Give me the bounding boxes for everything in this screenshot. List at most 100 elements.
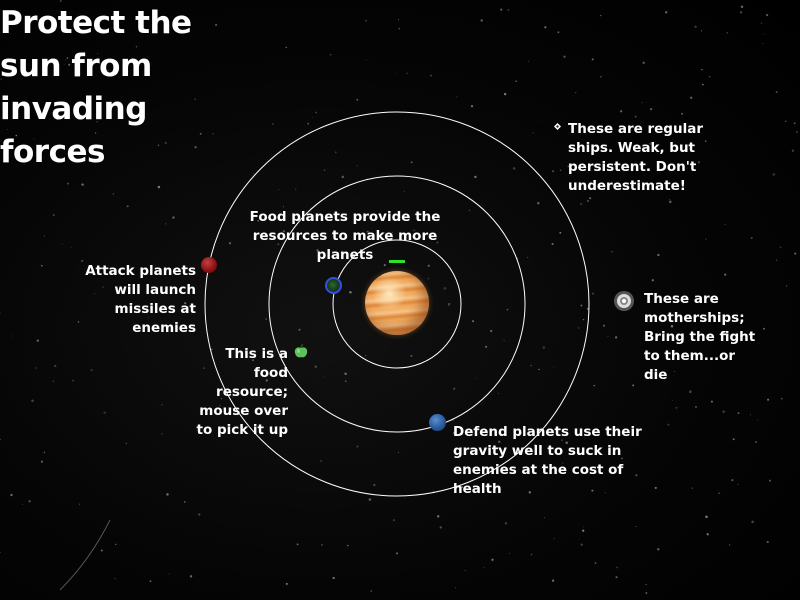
star xyxy=(718,492,720,494)
star xyxy=(635,474,638,477)
star xyxy=(737,412,740,415)
star xyxy=(194,146,197,149)
star xyxy=(15,134,18,137)
star xyxy=(664,11,668,14)
star xyxy=(645,584,647,586)
star xyxy=(769,479,771,482)
star xyxy=(642,61,645,65)
star xyxy=(559,169,562,171)
star xyxy=(739,11,743,14)
star xyxy=(406,72,408,74)
star xyxy=(432,490,435,493)
apple-icon[interactable] xyxy=(293,344,309,359)
star xyxy=(767,398,770,401)
star xyxy=(607,335,609,337)
star xyxy=(589,197,592,200)
star xyxy=(586,307,589,310)
star xyxy=(22,503,24,505)
star xyxy=(645,592,648,594)
star xyxy=(708,334,711,337)
star xyxy=(706,533,709,536)
star xyxy=(507,9,510,11)
star xyxy=(537,202,540,205)
star xyxy=(94,293,96,294)
star xyxy=(211,348,213,351)
star xyxy=(705,515,708,519)
regular-ships-tip: These are regular ships. Weak, but persi… xyxy=(568,121,703,194)
star xyxy=(690,96,693,99)
star xyxy=(726,32,728,34)
star xyxy=(282,206,284,208)
star xyxy=(483,566,485,568)
star xyxy=(607,183,610,186)
star xyxy=(334,151,337,154)
star xyxy=(315,111,318,114)
star xyxy=(772,173,776,176)
star xyxy=(697,161,701,164)
star xyxy=(527,257,529,258)
star xyxy=(689,390,692,393)
star xyxy=(427,264,430,267)
star xyxy=(530,364,532,367)
star xyxy=(214,23,218,27)
star xyxy=(750,236,753,240)
star xyxy=(103,411,106,414)
star xyxy=(161,404,163,406)
star xyxy=(77,321,80,323)
star xyxy=(540,120,542,122)
star xyxy=(52,380,55,382)
star xyxy=(344,380,347,382)
star xyxy=(794,252,797,255)
star xyxy=(673,371,675,372)
star xyxy=(793,122,796,125)
star xyxy=(298,328,301,331)
star xyxy=(410,354,413,357)
star xyxy=(232,396,234,398)
star xyxy=(503,339,505,342)
star xyxy=(580,202,583,206)
star xyxy=(395,72,397,74)
star xyxy=(538,368,540,371)
star xyxy=(448,302,451,306)
star xyxy=(356,164,358,166)
star xyxy=(710,400,713,403)
motherships-tip: These are motherships; Bring the fight t… xyxy=(644,291,756,383)
star xyxy=(220,398,222,400)
star xyxy=(114,543,117,546)
star xyxy=(762,43,764,45)
star xyxy=(66,57,69,59)
star xyxy=(591,58,594,61)
star xyxy=(709,76,711,78)
star xyxy=(212,133,214,135)
star xyxy=(512,167,516,170)
star xyxy=(701,68,703,71)
inner-orbit xyxy=(332,239,462,369)
star xyxy=(580,543,583,546)
star xyxy=(763,33,765,35)
star xyxy=(10,493,13,497)
star xyxy=(544,26,547,29)
star xyxy=(0,438,1,441)
star xyxy=(271,122,274,125)
star xyxy=(72,379,74,382)
star xyxy=(615,576,618,579)
star xyxy=(81,183,84,186)
star xyxy=(500,8,503,11)
star xyxy=(0,551,1,554)
star xyxy=(470,105,474,108)
attack-planet-icon[interactable] xyxy=(201,257,217,273)
star xyxy=(724,273,727,276)
star xyxy=(652,144,655,146)
star xyxy=(614,336,618,339)
food-planet-icon[interactable] xyxy=(325,277,342,294)
star xyxy=(611,251,613,253)
mothership-icon xyxy=(614,291,634,311)
star xyxy=(530,553,533,556)
star xyxy=(54,364,57,368)
star xyxy=(593,384,595,387)
star xyxy=(635,526,637,527)
star xyxy=(740,5,744,9)
defend-planet-icon[interactable] xyxy=(429,414,446,431)
star xyxy=(285,582,288,585)
